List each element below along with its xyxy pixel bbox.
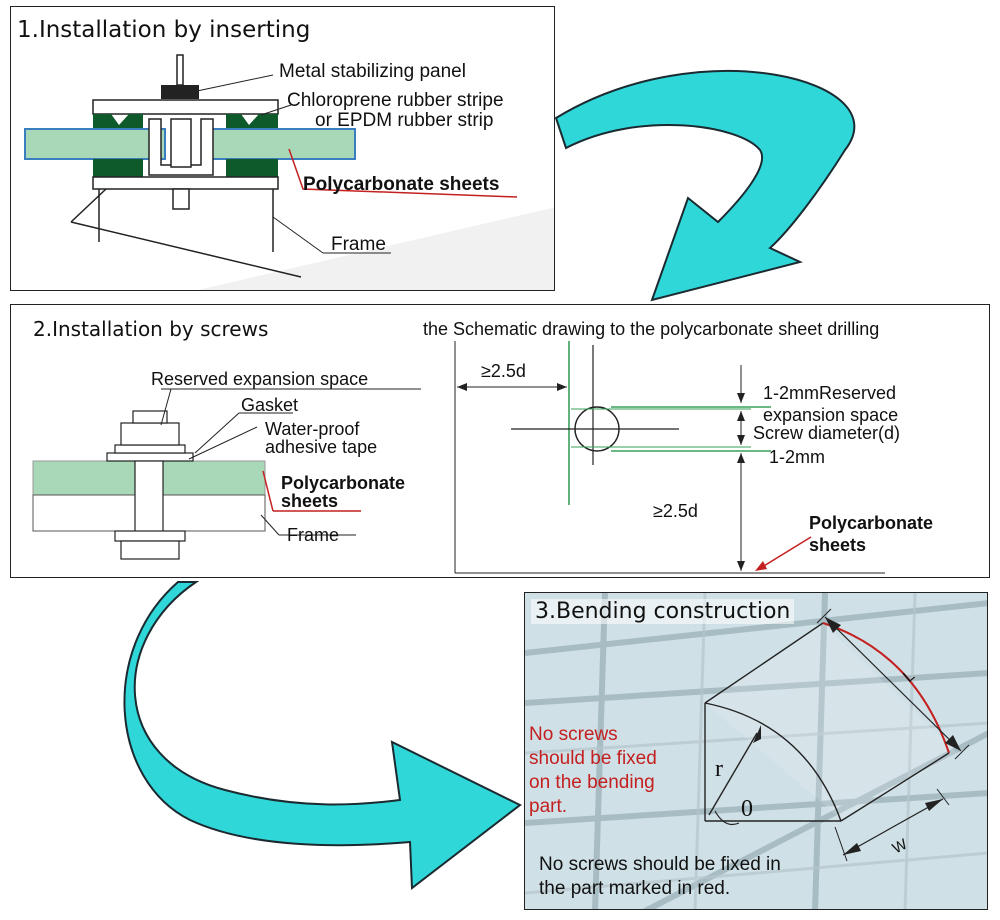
- note-line-2: the part marked in red.: [539, 878, 731, 899]
- poly-sheet-left: [24, 128, 166, 160]
- panel-bending-construction: 3.Bending construction No screws should …: [524, 592, 988, 910]
- cyan-arrow-bottom: [123, 581, 522, 890]
- label-poly-schematic-line1: Polycarbonate: [809, 513, 934, 533]
- label-rubber-line1: Chloroprene rubber stripe: [287, 90, 504, 111]
- label-frame-2: Frame: [287, 525, 340, 545]
- label-reserved-expansion: Reserved expansion space: [151, 369, 369, 389]
- bending-diagram: [525, 593, 987, 909]
- frame-top: [92, 176, 279, 190]
- inserting-diagram: [24, 54, 554, 290]
- label-mm: 1-2mm: [769, 447, 826, 467]
- label-screw-diameter: Screw diameter(d): [753, 423, 901, 443]
- warning-line-1: No screws: [529, 724, 618, 745]
- label-reserved-mm-line1: 1-2mmReserved: [763, 383, 897, 403]
- symbol-r: r: [715, 756, 723, 782]
- warning-line-3: on the bending: [529, 772, 655, 793]
- label-metal-panel: Metal stabilizing panel: [279, 61, 466, 82]
- rubber-strip-left-top: [93, 114, 143, 129]
- greenhouse-background: [525, 593, 987, 909]
- screws-diagram: [32, 341, 885, 574]
- rubber-strip-right-bottom: [226, 159, 278, 177]
- section1-title: 1.Installation by inserting: [17, 17, 311, 43]
- screw-head: [120, 422, 180, 446]
- warning-line-2: should be fixed: [529, 748, 657, 769]
- rubber-strip-right-top: [226, 114, 278, 129]
- bolt-shaft: [176, 54, 184, 86]
- bolt-nut: [161, 85, 199, 99]
- label-dist-down: ≥2.5d: [653, 501, 698, 521]
- label-frame-1: Frame: [331, 234, 386, 255]
- section3-title: 3.Bending construction: [531, 599, 795, 624]
- label-gasket: Gasket: [241, 395, 299, 415]
- label-rubber-line2: or EPDM rubber strip: [315, 110, 494, 131]
- rubber-strip-left-bottom: [93, 159, 143, 177]
- note-line-1: No screws should be fixed in: [539, 854, 781, 875]
- label-dist-left: ≥2.5d: [481, 361, 526, 381]
- schematic-title: the Schematic drawing to the polycarbona…: [423, 319, 880, 339]
- label-poly-schematic-line2: sheets: [809, 535, 867, 555]
- metal-stabilizing-panel: [92, 99, 279, 115]
- label-polycarbonate-1: Polycarbonate sheets: [303, 174, 500, 195]
- gasket: [106, 452, 194, 462]
- symbol-theta: 0: [741, 796, 753, 822]
- panel-install-inserting: 1.Installation by inserting Metal stabil…: [10, 6, 555, 291]
- cyan-arrow-top: [554, 70, 856, 302]
- warning-line-4: part.: [529, 796, 568, 817]
- label-reserved-mm-line2: expansion space: [763, 405, 899, 425]
- poly-sheet-right: [206, 128, 356, 160]
- label-tape-line1: Water-proof: [265, 419, 360, 439]
- screw-hole-circle: [574, 406, 620, 452]
- label-poly-screw-line2: sheets: [281, 491, 339, 511]
- section2-title: 2.Installation by screws: [33, 317, 269, 341]
- center-channel: [148, 118, 214, 176]
- panel-install-screws: 2.Installation by screws Reserved expans…: [10, 304, 990, 578]
- label-poly-screw-line1: Polycarbonate: [281, 473, 406, 493]
- label-tape-line2: adhesive tape: [265, 437, 378, 457]
